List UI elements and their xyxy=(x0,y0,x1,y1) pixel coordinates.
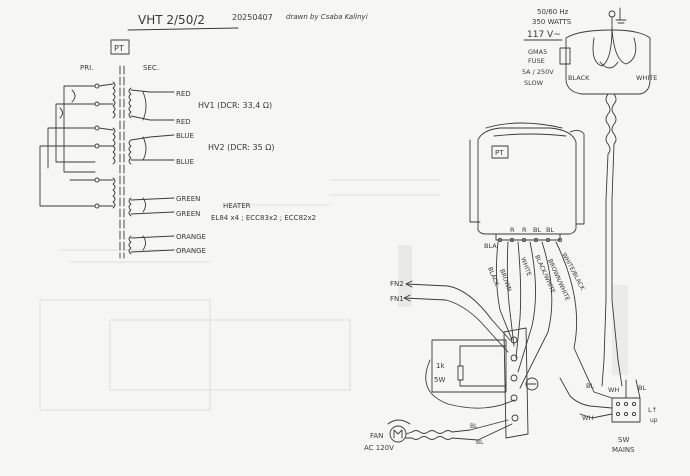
lead-green-1: GREEN xyxy=(176,195,200,203)
fuse-label-3: 5A / 250V xyxy=(522,68,554,76)
switch-wh-2: WH xyxy=(582,414,593,422)
primary-windings xyxy=(39,81,116,209)
hv2-label: HV2 (DCR: 35 Ω) xyxy=(208,143,275,152)
wire-label-white: WHITE xyxy=(519,256,532,277)
terminal-strip xyxy=(503,327,539,439)
power-transformer xyxy=(469,122,585,241)
fan-output-arrows xyxy=(403,280,511,353)
heater-label: HEATER xyxy=(223,202,251,210)
lead-orange-1: ORANGE xyxy=(176,233,206,241)
pt-physical-label: PT xyxy=(495,149,504,157)
switch-position: L↑ xyxy=(648,406,657,414)
lead-blue-2: BLUE xyxy=(176,158,194,166)
tab-bl-1: BL xyxy=(533,226,541,234)
switch-bl-2: BL xyxy=(638,384,646,392)
lead-green-2: GREEN xyxy=(176,210,200,218)
transformer-core xyxy=(119,65,125,259)
fan-output-1: FN1 xyxy=(390,295,404,303)
voltage-label: 117 V~ xyxy=(527,30,561,40)
fan-output-2: FN2 xyxy=(390,280,404,288)
fuse-label-2: FUSE xyxy=(528,57,545,65)
switch-bl-1: BL xyxy=(586,382,594,390)
lead-blue-1: BLUE xyxy=(176,132,194,140)
fuse-label-4: SLOW xyxy=(524,79,544,87)
secondary-label: SEC. xyxy=(143,64,159,72)
wire-black-label: BLACK xyxy=(568,74,590,82)
switch-label-2: MAINS xyxy=(612,446,635,454)
lead-red-1: RED xyxy=(176,90,191,98)
frequency-label: 50/60 Hz xyxy=(537,8,569,16)
resistor-value: 1k xyxy=(436,362,445,370)
ground-icon xyxy=(608,7,627,29)
mains-wire-pair xyxy=(601,93,611,387)
wire-white-label: WHITE xyxy=(636,74,657,82)
hv1-label: HV1 (DCR: 33,4 Ω) xyxy=(198,101,272,110)
fan-wire-label-2: BL xyxy=(476,439,484,446)
fuse-label-1: GMA5 xyxy=(528,48,547,56)
switch-label: SW xyxy=(618,436,629,444)
primary-label: PRI. xyxy=(80,64,93,72)
resistor-loop-wire xyxy=(425,359,515,409)
mains-inlet-connector xyxy=(559,27,651,95)
fan-label: FAN xyxy=(370,432,383,440)
secondary-windings xyxy=(128,87,175,255)
tab-r-2: R xyxy=(522,226,527,234)
resistor-power: 5W xyxy=(434,376,445,384)
lead-orange-2: ORANGE xyxy=(176,247,206,255)
pt-box xyxy=(110,39,130,55)
switch-wh-1: WH xyxy=(608,386,619,394)
wire-label-brown: BROWN xyxy=(498,268,513,292)
resistor xyxy=(431,339,507,393)
fan-wire xyxy=(411,419,509,434)
fan-wire-label-1: BL xyxy=(470,423,478,430)
tubes-label: EL84 x4 ; ECC83x2 ; ECC82x2 xyxy=(211,214,316,222)
fan-voltage-label: AC 120V xyxy=(364,444,394,452)
tab-bla: BLA xyxy=(484,242,497,250)
switch-position-2: up xyxy=(650,417,658,424)
wire-label-black: BLACK xyxy=(486,266,500,288)
pt-box-label: PT xyxy=(114,44,124,53)
fan-motor xyxy=(387,419,413,443)
sheet-title: VHT 2/50/2 xyxy=(138,13,205,27)
bleed-through xyxy=(39,179,628,411)
mains-switch xyxy=(559,377,641,423)
primary-wire-bundle xyxy=(495,241,613,399)
lead-red-2: RED xyxy=(176,118,191,126)
tab-pins xyxy=(497,237,563,243)
author-label: drawn by Csaba Kalinyi xyxy=(286,13,368,21)
power-label: 350 WATTS xyxy=(532,18,572,26)
title-underline xyxy=(127,27,239,31)
date-label: 20250407 xyxy=(232,13,273,22)
tab-bl-2: BL xyxy=(546,226,554,234)
tab-r-1: R xyxy=(510,226,515,234)
